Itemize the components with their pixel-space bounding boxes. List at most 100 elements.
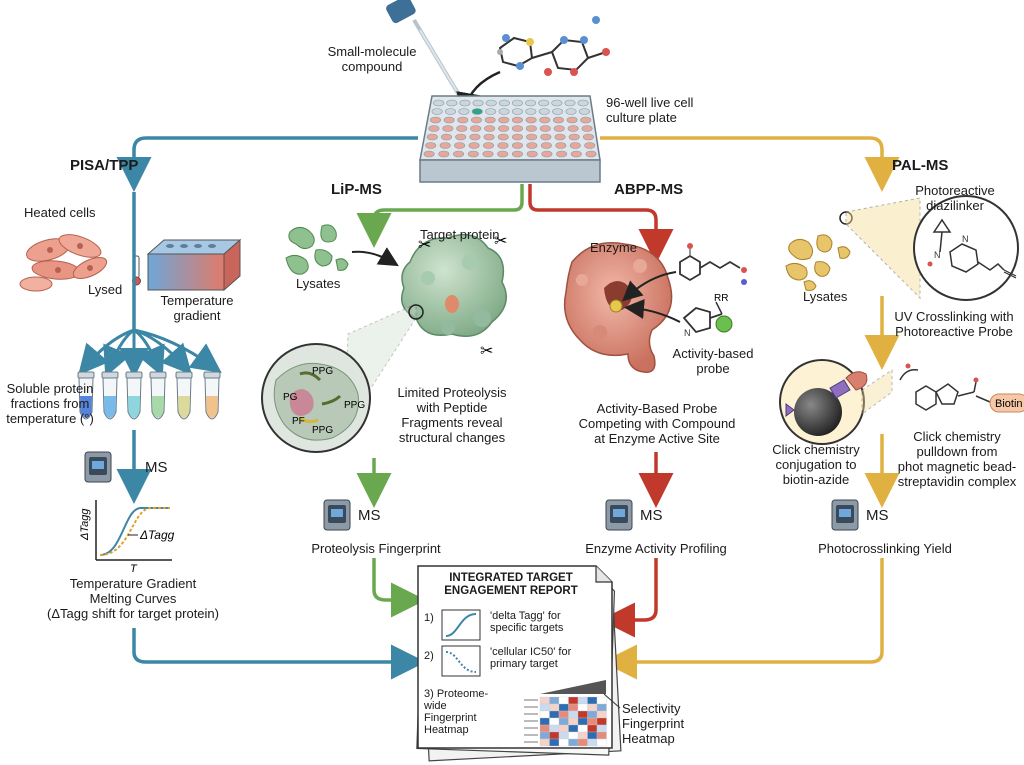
heatmap-cell	[558, 738, 569, 747]
report-title: INTEGRATED TARGET ENGAGEMENT REPORT	[444, 572, 578, 597]
target-protein-label: Target protein	[420, 227, 500, 242]
plate-well	[511, 116, 523, 124]
plate-well	[498, 116, 510, 124]
heatmap-cell	[539, 724, 550, 733]
plate-well	[581, 125, 593, 132]
heatmap-cell	[549, 731, 560, 740]
tube-cap	[203, 371, 221, 379]
melting-curve-plot	[95, 500, 172, 561]
plate-well	[443, 116, 455, 124]
pisa-to-report-line	[132, 628, 426, 680]
report-item-1-text: 'delta Tagg' for specific targets	[490, 610, 564, 634]
pipette	[386, 0, 464, 102]
plate-well	[459, 99, 471, 107]
ppg-label-1: PPG	[312, 366, 333, 377]
scissors-icon: ✂	[418, 237, 431, 254]
heatmap-cell	[558, 724, 569, 733]
heatmap-cell	[568, 703, 579, 712]
plate-well	[553, 125, 565, 132]
plate-well	[552, 108, 564, 115]
uv-crosslinking-label: UV Crosslinking with Photoreactive Probe	[894, 309, 1014, 339]
activity-probe-competing-label: Activity-Based Probe Competing with Comp…	[578, 401, 736, 446]
plate-wells	[423, 99, 597, 158]
heatmap-cell	[568, 696, 579, 705]
lip-lysates-label: Lysates	[296, 276, 341, 291]
plate-well	[526, 142, 538, 149]
heatmap-cell	[596, 731, 607, 740]
limited-proteolysis-label: Limited Proteolysis with Peptide Fragmen…	[397, 385, 507, 445]
heatmap-cell	[539, 738, 550, 747]
proteolysis-zoom-inset	[261, 343, 371, 453]
biotin-structure	[899, 363, 991, 411]
photocrosslinking-yield-label: Photocrosslinking Yield	[818, 541, 952, 556]
plate-well	[511, 142, 523, 149]
tube-liquid	[206, 396, 218, 418]
heatmap-cell	[596, 696, 607, 705]
heatmap-cell	[577, 731, 588, 740]
plate-well	[570, 150, 582, 158]
report-mini-ic50	[441, 645, 481, 677]
curve-x-label: T	[130, 563, 138, 575]
diazirine-linker-inset: N N	[913, 195, 1019, 301]
plate-well	[541, 150, 553, 158]
pisa-flow-line	[116, 136, 418, 192]
lip-flow-line	[356, 184, 524, 248]
enzyme-activity-profiling-label: Enzyme Activity Profiling	[585, 541, 727, 556]
plate-label: 96-well live cell culture plate	[606, 95, 694, 125]
heatmap-cell	[596, 717, 607, 726]
activity-probe-structure: N	[682, 301, 733, 338]
heatmap-cell	[558, 717, 569, 726]
report-heatmap	[524, 680, 607, 747]
heatmap-cell	[568, 710, 579, 719]
compound-label: Small-molecule compound	[327, 44, 417, 74]
plate-well	[511, 150, 523, 158]
tube-liquid	[80, 396, 92, 418]
plate-well	[483, 133, 495, 141]
report-item-2-number: 2)	[424, 650, 434, 662]
tube-cap	[175, 371, 193, 379]
fan-arrow	[103, 328, 135, 378]
plate-well	[497, 133, 509, 141]
pal-zoom-cone	[845, 197, 921, 300]
plate-well	[540, 142, 552, 149]
lip-to-report-line	[372, 558, 426, 618]
lysed-label: Lysed	[88, 282, 123, 297]
svg-text:N: N	[934, 250, 941, 260]
temperature-block	[146, 238, 242, 292]
plate-well	[455, 133, 467, 141]
plate-well	[539, 125, 551, 132]
plate-well	[442, 125, 454, 132]
plate-well	[482, 150, 494, 158]
heatmap-cell	[558, 731, 569, 740]
plate-well	[525, 99, 537, 107]
plate-well	[425, 142, 437, 149]
tube-liquid	[104, 396, 116, 418]
pisa-ms-label: MS	[145, 459, 168, 476]
plate-well	[470, 125, 482, 132]
plate-well	[538, 99, 550, 107]
compound-structure	[679, 243, 747, 285]
magnetic-bead-inset	[779, 359, 868, 445]
heatmap-dendrogram	[540, 680, 606, 694]
heatmap-cell	[577, 710, 588, 719]
plate-well	[511, 125, 523, 132]
heatmap-cell	[587, 724, 598, 733]
heatmap-cell	[587, 731, 598, 740]
lip-lysates	[285, 224, 349, 275]
plate-well	[467, 150, 479, 158]
curve-y-label: ΔTagg	[79, 508, 91, 541]
lip-heading: LiP-MS	[331, 181, 382, 198]
tube-cap	[101, 371, 119, 379]
plate-well	[511, 133, 523, 141]
svg-text:N: N	[962, 234, 969, 244]
heatmap-cell	[596, 738, 607, 747]
ppg-label-2: PPG	[344, 400, 365, 411]
plate-well	[454, 142, 466, 149]
ms-instrument-icon	[323, 499, 351, 531]
report-mini-sigmoid	[441, 609, 481, 641]
plate-well	[497, 142, 509, 149]
plate-well	[439, 142, 451, 149]
scissors-icon: ✂	[480, 343, 493, 360]
plate-well	[525, 108, 537, 115]
